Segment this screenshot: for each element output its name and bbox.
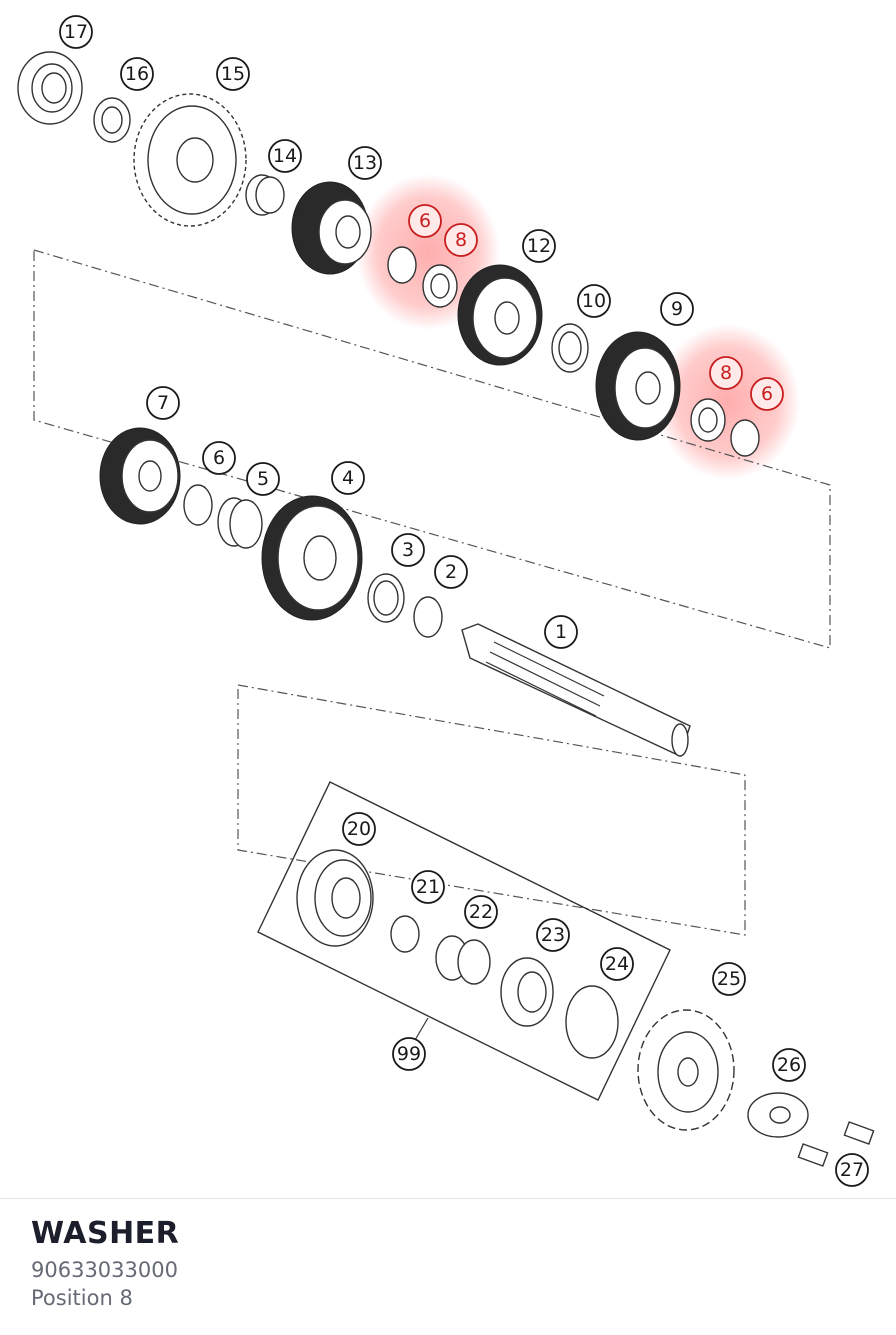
ring-21: [390, 915, 420, 953]
callout-21: 21: [411, 870, 445, 904]
washer-8-lower: [690, 398, 726, 442]
callout-10: 10: [577, 284, 611, 318]
callout-24: 24: [600, 947, 634, 981]
gear-4: [261, 495, 363, 621]
guide-lines: [33, 249, 831, 936]
callout-26: 26: [772, 1048, 806, 1082]
callout-16: 16: [120, 57, 154, 91]
callout-6-upper: 6: [408, 204, 442, 238]
washer-10: [551, 323, 589, 373]
washer-8-upper: [422, 264, 458, 308]
callout-22-label: 22: [469, 901, 493, 923]
washer-16: [93, 97, 131, 143]
callout-6-upper-label: 6: [419, 210, 431, 232]
callout-1-label: 1: [555, 621, 567, 643]
circlip-6-mid: [183, 484, 213, 526]
callout-2: 2: [434, 555, 468, 589]
callout-21-label: 21: [416, 876, 440, 898]
callout-99: 99: [392, 1037, 426, 1071]
bushing-14: [245, 174, 285, 216]
callout-13: 13: [348, 146, 382, 180]
callout-12-label: 12: [527, 235, 551, 257]
circlip-2: [413, 596, 443, 638]
bolts-27: [797, 1121, 875, 1167]
callout-13-label: 13: [353, 152, 377, 174]
circlip-6-lower: [730, 419, 760, 457]
bearing-17: [17, 51, 83, 125]
callout-1: 1: [544, 615, 578, 649]
callout-6-mid: 6: [202, 441, 236, 475]
part-name: WASHER: [31, 1216, 180, 1251]
callout-27: 27: [835, 1153, 869, 1187]
callout-16-label: 16: [125, 63, 149, 85]
callout-15-label: 15: [221, 63, 245, 85]
callout-27-label: 27: [840, 1159, 864, 1181]
callout-7: 7: [146, 386, 180, 420]
callout-5-label: 5: [257, 468, 269, 490]
callout-8-lower-label: 8: [720, 362, 732, 384]
callout-5: 5: [246, 462, 280, 496]
callout-20: 20: [342, 812, 376, 846]
bushing-5: [217, 497, 263, 549]
callout-10-label: 10: [582, 290, 606, 312]
callout-12: 12: [522, 229, 556, 263]
sprocket-25: [637, 1009, 735, 1131]
callout-26-label: 26: [777, 1054, 801, 1076]
bushing-22: [435, 935, 491, 985]
callout-22: 22: [464, 895, 498, 929]
callout-9-label: 9: [671, 298, 683, 320]
callout-25: 25: [712, 962, 746, 996]
callout-7-label: 7: [157, 392, 169, 414]
bearing-kit-box: [257, 781, 671, 1101]
seal-23: [500, 957, 554, 1027]
callout-4-label: 4: [342, 467, 354, 489]
callout-6-lower: 6: [750, 377, 784, 411]
exploded-parts-diagram: 17 16 15 14 13 6 8 12 10 9 8 6 7 6 5 4 3: [17, 15, 875, 1187]
callout-20-label: 20: [347, 818, 371, 840]
circlip-6-upper: [387, 246, 417, 284]
callout-4: 4: [331, 461, 365, 495]
shaft-1: [461, 623, 691, 757]
plate-26: [747, 1092, 809, 1138]
callout-23-label: 23: [541, 924, 565, 946]
callout-9: 9: [660, 292, 694, 326]
callout-8-upper-label: 8: [455, 229, 467, 251]
callout-2-label: 2: [445, 561, 457, 583]
callout-17: 17: [59, 15, 93, 49]
callout-8-upper: 8: [444, 223, 478, 257]
callout-24-label: 24: [605, 953, 629, 975]
gear-7: [99, 427, 181, 525]
gear-9: [595, 331, 681, 441]
callout-14: 14: [268, 139, 302, 173]
callout-14-label: 14: [273, 145, 297, 167]
gear-12: [457, 264, 543, 366]
part-info: WASHER 90633033000 Position 8: [31, 1212, 876, 1312]
part-number: 90633033000: [31, 1258, 178, 1282]
washer-3: [367, 573, 405, 623]
part-position: Position 8: [31, 1286, 133, 1310]
callout-15: 15: [216, 57, 250, 91]
callout-3: 3: [391, 533, 425, 567]
callout-23: 23: [536, 918, 570, 952]
callout-8-lower: 8: [709, 356, 743, 390]
ring-24: [565, 985, 619, 1059]
callout-6-lower-label: 6: [761, 383, 773, 405]
gear-15: [133, 93, 247, 227]
section-divider: [0, 1198, 896, 1199]
bearing-20: [296, 849, 374, 947]
callout-99-label: 99: [397, 1043, 421, 1065]
gear-13: [291, 181, 372, 275]
callout-3-label: 3: [402, 539, 414, 561]
callout-6-mid-label: 6: [213, 447, 225, 469]
callout-25-label: 25: [717, 968, 741, 990]
highlight-glow-lower: [656, 324, 800, 480]
callout-17-label: 17: [64, 21, 88, 43]
bearing-kit-leader: [414, 1017, 429, 1041]
